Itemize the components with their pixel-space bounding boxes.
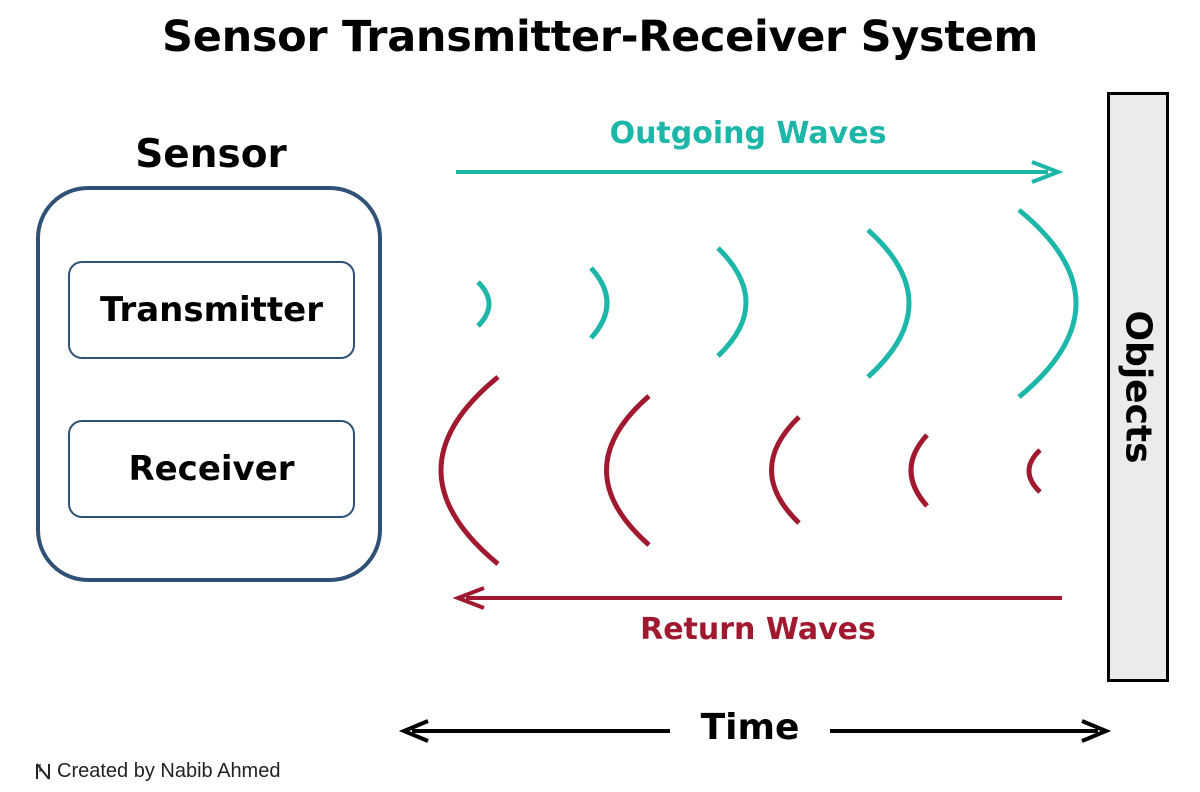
sensor-box — [36, 186, 382, 582]
outgoing-waves-label: Outgoing Waves — [609, 116, 887, 151]
time-label: Time — [670, 707, 830, 748]
return-wave-4 — [908, 433, 929, 508]
n-logo-icon — [34, 762, 51, 782]
outgoing-wave-5 — [1017, 208, 1079, 399]
receiver-box: Receiver — [68, 420, 355, 518]
return-wave-3 — [769, 415, 801, 525]
outgoing-wave-1 — [476, 280, 492, 328]
receiver-label: Receiver — [128, 449, 295, 489]
transmitter-box: Transmitter — [68, 261, 355, 359]
sensor-label: Sensor — [135, 132, 287, 177]
return-wave-1 — [438, 375, 500, 566]
return-wave-5 — [1026, 448, 1042, 494]
outgoing-wave-4 — [866, 228, 912, 379]
objects-label: Objects — [1117, 310, 1159, 464]
credit-text: Created by Nabib Ahmed — [57, 760, 281, 782]
outgoing-arrow — [456, 160, 1064, 184]
transmitter-label: Transmitter — [99, 290, 324, 330]
objects-bar: Objects — [1107, 92, 1169, 682]
return-arrow — [452, 586, 1062, 610]
return-wave-2 — [604, 394, 651, 547]
diagram-title: Sensor Transmitter-Receiver System — [162, 12, 1038, 62]
outgoing-wave-2 — [589, 266, 610, 340]
credit-line: Created by Nabib Ahmed — [34, 760, 280, 783]
outgoing-wave-3 — [716, 246, 749, 358]
return-waves-label: Return Waves — [640, 612, 876, 647]
